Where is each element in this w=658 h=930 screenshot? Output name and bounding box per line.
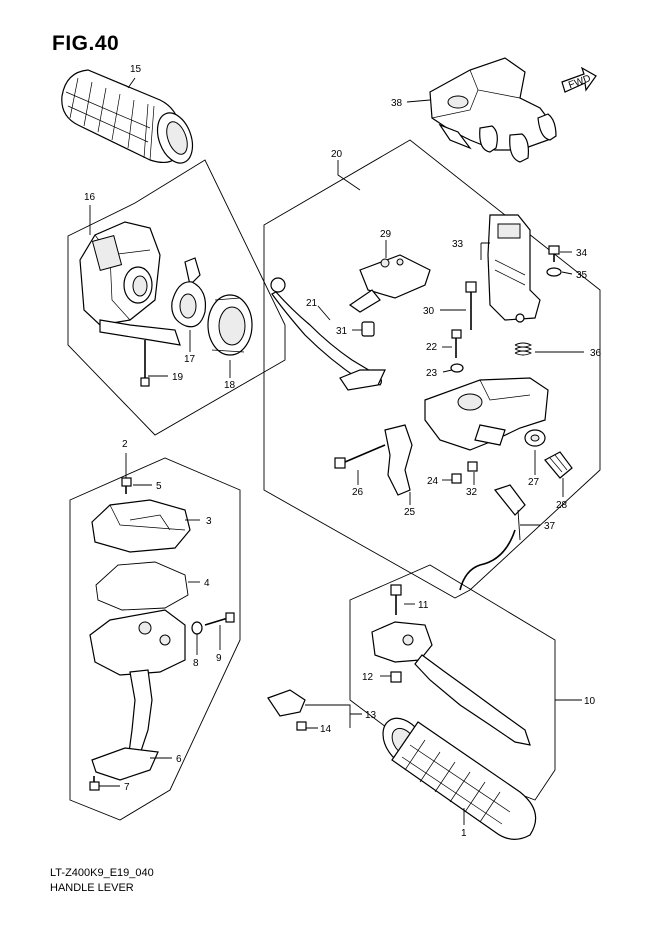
callout-7: 7	[124, 782, 130, 793]
washer-23-drawing	[450, 363, 464, 373]
callout-15: 15	[130, 64, 142, 75]
callout-27: 27	[528, 477, 540, 488]
plate-6-drawing	[91, 747, 159, 781]
bolt-30-drawing	[465, 281, 477, 330]
fwd-label: FWD	[567, 73, 592, 91]
callout-11: 11	[418, 600, 429, 611]
leader-lines	[89, 77, 584, 825]
callout-5: 5	[156, 481, 162, 492]
callout-8: 8	[193, 658, 199, 669]
screw-2-drawing	[121, 477, 132, 494]
callouts: 15 38 20 16 29 33 34 35 21 30 31 22 17 3…	[84, 64, 602, 839]
nut-12-drawing	[390, 671, 402, 683]
callout-36: 36	[590, 348, 602, 359]
group-outline-20	[263, 139, 601, 599]
washer-8-drawing	[191, 621, 203, 635]
callout-3: 3	[206, 516, 212, 527]
screw-19-drawing	[140, 340, 150, 387]
bolt-22-drawing	[451, 329, 462, 358]
switch-16-drawing	[79, 221, 201, 346]
callout-9: 9	[216, 653, 222, 664]
cable-37-drawing	[459, 484, 526, 591]
callout-38: 38	[391, 98, 403, 109]
collar-18-drawing	[207, 294, 253, 356]
callout-1: 1	[461, 828, 467, 839]
callout-4: 4	[204, 578, 210, 589]
group-outline-10	[349, 564, 556, 801]
callout-29: 29	[380, 229, 392, 240]
cover-3-drawing	[91, 499, 191, 553]
callout-30: 30	[423, 306, 435, 317]
holder-10-drawing	[371, 621, 531, 746]
cover-38-drawing	[429, 57, 557, 163]
nut-32-drawing	[467, 461, 478, 472]
callout-31: 31	[336, 326, 348, 337]
switch-13-drawing	[267, 689, 306, 717]
figure-name: HANDLE LEVER	[50, 882, 134, 894]
screw-14-drawing	[296, 721, 307, 731]
callout-14: 14	[320, 724, 332, 735]
plate-33-drawing	[487, 214, 541, 323]
bolt-11-drawing	[390, 584, 402, 615]
callout-34: 34	[576, 248, 588, 259]
grip-1-drawing	[382, 717, 537, 840]
callout-37: 37	[544, 521, 556, 532]
washer-35-drawing	[546, 267, 562, 277]
screw-7-drawing	[89, 776, 100, 791]
callout-12: 12	[362, 672, 374, 683]
callout-13: 13	[365, 710, 377, 721]
grip-15-drawing	[61, 69, 194, 164]
callout-2: 2	[122, 439, 128, 450]
group-outline-16	[67, 159, 286, 436]
spring-36-drawing	[514, 342, 533, 356]
callout-33: 33	[452, 239, 464, 250]
callout-18: 18	[224, 380, 236, 391]
callout-32: 32	[466, 487, 478, 498]
gasket-4-drawing	[95, 561, 189, 611]
nut-31-drawing	[361, 321, 375, 337]
callout-17: 17	[184, 354, 196, 365]
screw-9-drawing	[204, 612, 235, 626]
holder-drawing	[424, 377, 549, 451]
callout-21: 21	[306, 298, 318, 309]
collar-17-drawing	[171, 281, 207, 328]
callout-16: 16	[84, 192, 96, 203]
nut-24-drawing	[451, 473, 462, 484]
callout-26: 26	[352, 487, 364, 498]
callout-24: 24	[427, 476, 439, 487]
callout-22: 22	[426, 342, 438, 353]
callout-6: 6	[176, 754, 182, 765]
callout-35: 35	[576, 270, 588, 281]
bolt-26-drawing	[334, 444, 386, 469]
group-outline-2-9	[69, 457, 241, 821]
figure-code: LT-Z400K9_E19_040	[50, 867, 154, 879]
switch-29-drawing	[348, 254, 431, 313]
adjuster-28-drawing	[544, 451, 573, 479]
adjuster-27-drawing	[524, 429, 546, 447]
callout-20: 20	[331, 149, 343, 160]
callout-25: 25	[404, 507, 416, 518]
callout-19: 19	[172, 372, 184, 383]
fwd-arrow: FWD	[561, 66, 597, 93]
figure-title: FIG.40	[52, 32, 120, 55]
housing-drawing	[89, 609, 186, 761]
callout-10: 10	[584, 696, 596, 707]
callout-23: 23	[426, 368, 438, 379]
callout-28: 28	[556, 500, 568, 511]
bracket-25-drawing	[384, 424, 413, 496]
screw-34-drawing	[548, 245, 560, 262]
lever-21-drawing	[270, 277, 386, 391]
